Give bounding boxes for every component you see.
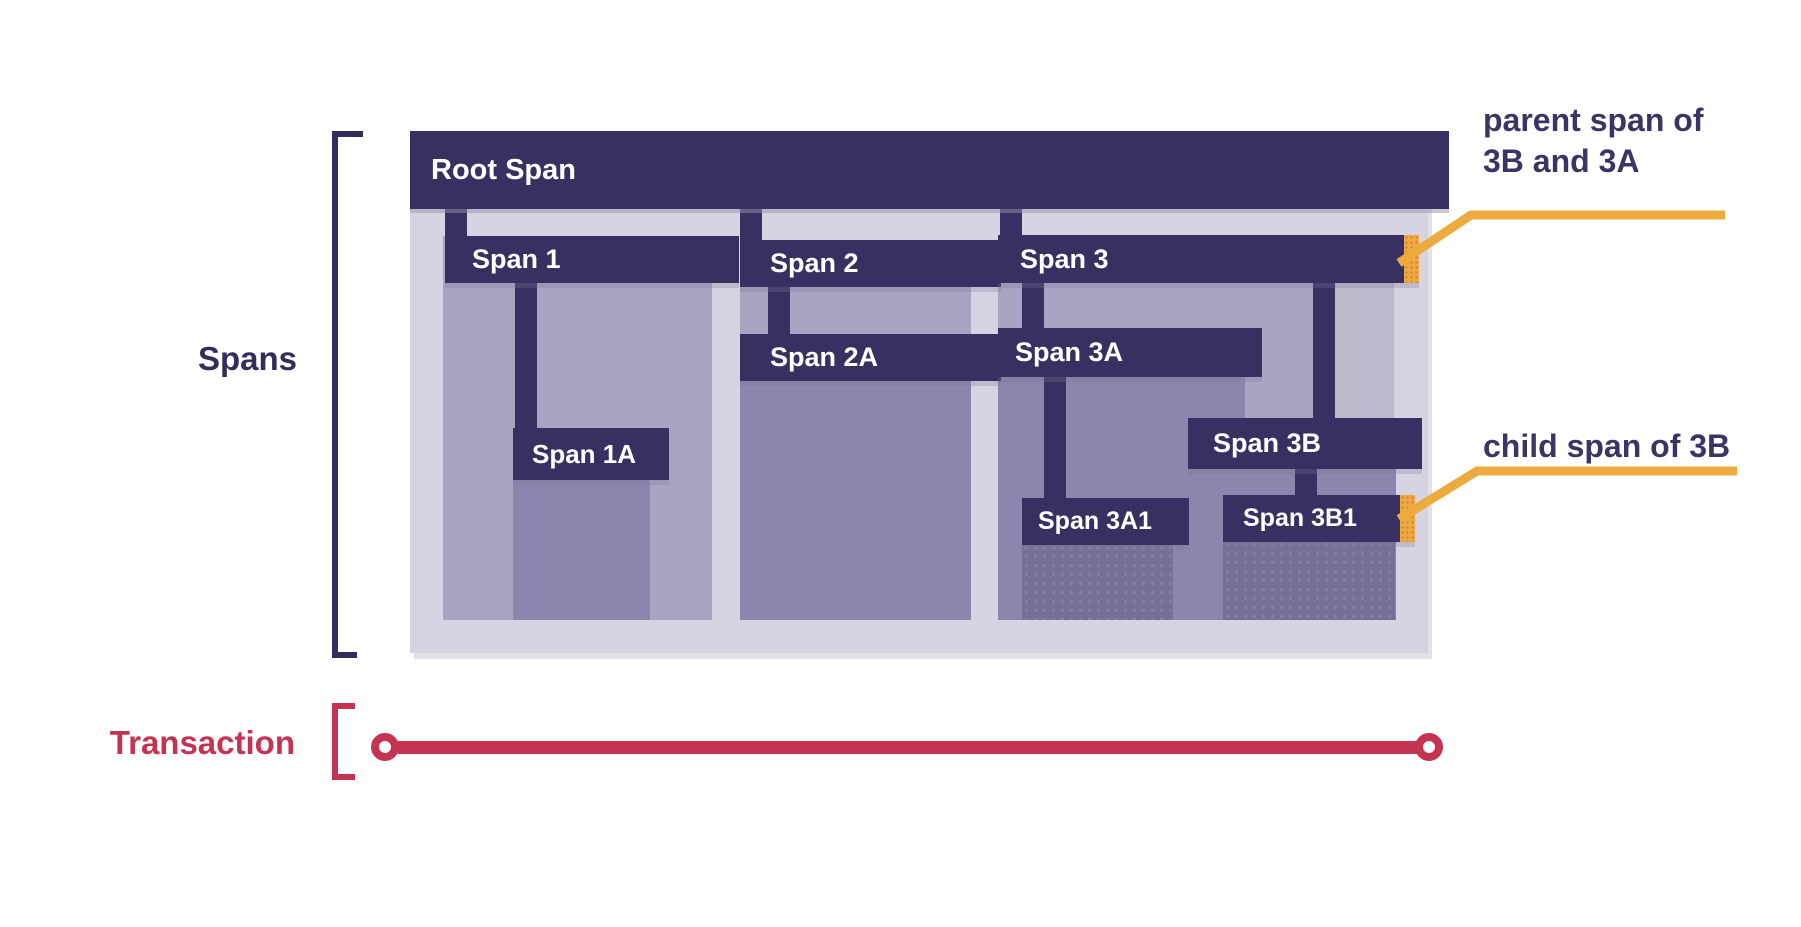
child-span-annotation-text: child span of 3B [1483,428,1731,464]
span-2a-children-bg [740,334,971,620]
timeline-start-circle [371,733,399,761]
root-span-bar: Root Span [410,131,1449,209]
spans-section-label: Spans [197,340,297,377]
connector-span-3-to-3a [1022,283,1044,332]
span-3b1-bar: Span 3B1 [1223,495,1415,542]
transaction-bracket-top-tick [332,703,355,709]
parent-span-annotation: parent span of 3B and 3A [1483,100,1783,182]
timeline-end-circle [1415,733,1443,761]
connector-span-3b-to-3b1 [1295,469,1317,499]
child-span-callout-line [1396,466,1737,523]
span-3b1-label: Span 3B1 [1243,504,1357,532]
connector-root-to-span-3 [1000,205,1022,239]
spans-bracket-bottom-tick [332,652,357,658]
span-2-bar: Span 2 [740,240,1001,287]
connector-span-3a-to-3a1 [1044,377,1066,502]
span-3a-label: Span 3A [1015,337,1124,367]
parent-span-annotation-line2: 3B and 3A [1483,143,1640,179]
span-1-label: Span 1 [472,244,561,274]
spans-bracket-top-tick [332,131,363,137]
transaction-timeline [398,741,1417,754]
span-2a-bar: Span 2A [740,334,1001,381]
connector-span-3-to-3b [1313,283,1335,422]
connector-root-to-span-1 [445,205,467,240]
connector-root-to-span-2 [740,205,762,244]
span-3a-bar: Span 3A [998,328,1262,377]
parent-span-annotation-line1: parent span of [1483,102,1704,138]
child-span-marker [1400,495,1415,542]
parent-span-marker [1404,235,1419,283]
span-3-bar: Span 3 [998,235,1419,283]
connector-span-2-to-2a [768,283,790,338]
spans-bracket [332,131,338,658]
span-3-label: Span 3 [1020,243,1109,274]
span-3-children-bg-right [1335,283,1394,420]
span-1-bar: Span 1 [445,236,739,283]
span-3b-bar: Span 3B [1188,418,1422,469]
span-2a-label: Span 2A [770,342,879,372]
transaction-bracket-bottom-tick [332,774,355,780]
parent-span-callout-line [1396,210,1725,267]
child-span-annotation: child span of 3B [1483,426,1801,467]
connector-span-1-to-1a [515,283,537,433]
span-3a1-label: Span 3A1 [1038,507,1152,535]
transaction-section-label: Transaction [109,724,295,761]
span-1a-label: Span 1A [532,438,637,469]
span-1a-bar: Span 1A [513,428,669,480]
span-2-label: Span 2 [770,248,859,278]
root-span-label: Root Span [431,153,576,186]
span-3a1-bar: Span 3A1 [1022,498,1189,545]
transaction-bracket [332,703,338,780]
span-3b-label: Span 3B [1213,428,1322,458]
